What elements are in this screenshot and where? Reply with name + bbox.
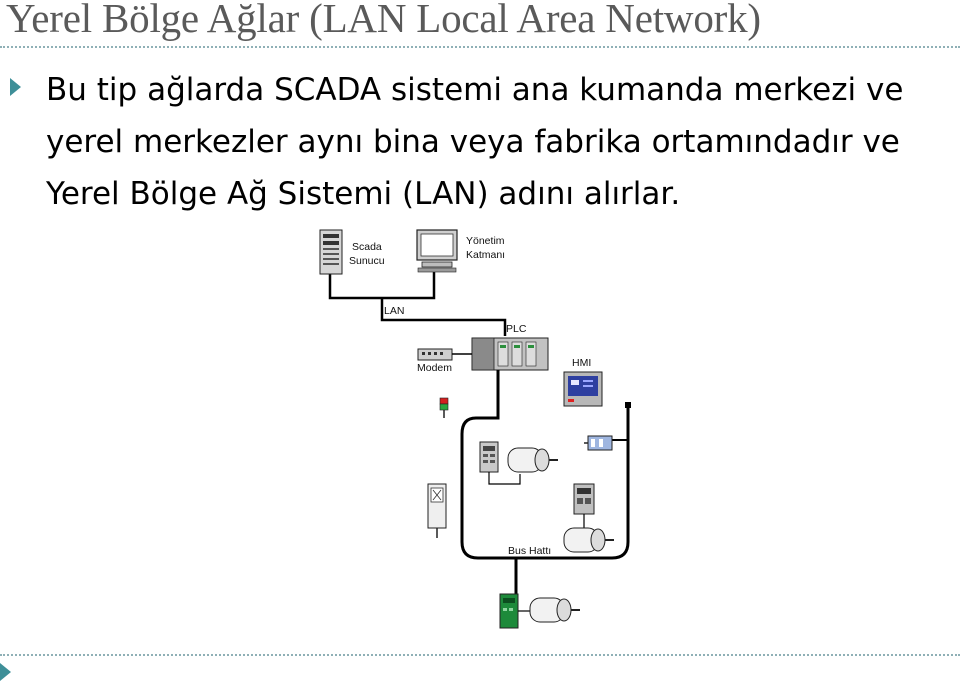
scada-server-icon xyxy=(319,229,343,275)
mgmt-label-line1: Yönetim xyxy=(466,235,505,247)
scada-label-line2: Sunucu xyxy=(349,255,385,267)
motor-3-icon xyxy=(529,597,580,623)
bottom-divider xyxy=(0,654,960,656)
slide-title: Yerel Bölge Ağlar (LAN Local Area Networ… xyxy=(6,0,761,41)
scada-label-line1: Scada xyxy=(352,241,382,253)
bus-line xyxy=(460,370,630,606)
lan-label: LAN xyxy=(384,305,404,317)
bullet-triangle-icon xyxy=(10,78,21,96)
hmi-label: HMI xyxy=(572,357,591,369)
drive-1-icon xyxy=(479,441,499,473)
plc-rack-icon xyxy=(471,337,549,371)
mgmt-label-line2: Katmanı xyxy=(466,249,505,261)
drive-3-icon xyxy=(499,593,519,629)
bus-label: Bus Hattı xyxy=(508,545,551,557)
modem-icon xyxy=(417,348,453,361)
sensor-device-icon xyxy=(427,483,447,538)
signal-light-icon xyxy=(439,397,449,418)
motor-1-icon xyxy=(507,447,558,473)
modem-label: Modem xyxy=(417,362,452,374)
scada-lan-diagram: Scada Sunucu Yönetim Katmanı LAN PLC Mod… xyxy=(319,229,631,629)
bullet-text: Bu tip ağlarda SCADA sistemi ana kumanda… xyxy=(46,72,904,212)
remote-io-icon xyxy=(584,435,613,451)
motor-2-icon xyxy=(563,527,614,553)
drive-2-icon xyxy=(573,483,595,515)
lan-lines xyxy=(328,272,507,336)
corner-triangle-icon xyxy=(0,663,11,681)
hmi-panel-icon xyxy=(563,371,603,407)
plc-label: PLC xyxy=(506,323,527,335)
workstation-monitor-icon xyxy=(416,229,458,273)
top-divider xyxy=(0,46,960,48)
bus-terminator-icon xyxy=(625,402,631,408)
